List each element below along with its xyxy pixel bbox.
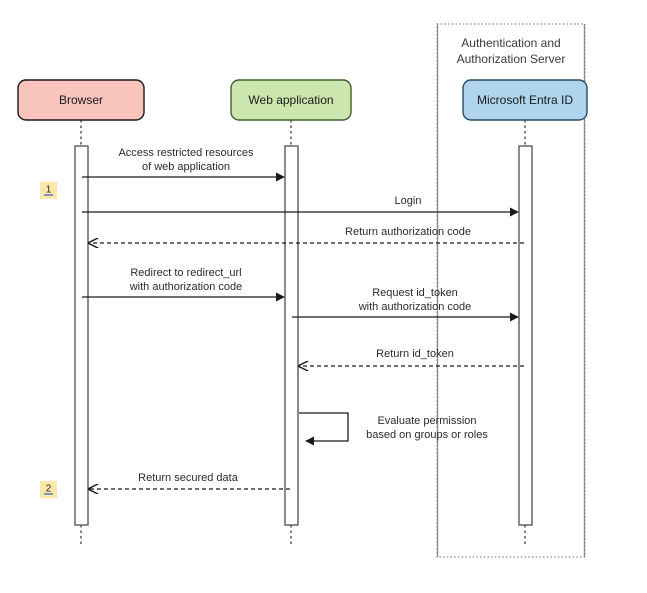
step-badge-1[interactable]: 1 xyxy=(40,182,57,199)
message-label-line2: of web application xyxy=(142,161,230,173)
self-message-loop xyxy=(299,412,349,446)
activation-bar-browser xyxy=(74,145,89,526)
message-label-line1: Evaluate permission xyxy=(377,415,476,427)
message-redirect-to-redirect-url: Redirect to redirect_url with authorizat… xyxy=(82,267,285,302)
participant-web-application[interactable]: Web application xyxy=(230,79,352,121)
activation-bars xyxy=(74,145,533,526)
badge-number: 2 xyxy=(46,484,52,495)
message-label: Return secured data xyxy=(138,472,239,484)
participant-box[interactable] xyxy=(462,79,588,121)
message-return-authorization-code: Return authorization code xyxy=(89,226,524,243)
group-label-line2: Authorization Server xyxy=(457,52,566,66)
message-request-id-token: Request id_token with authorization code xyxy=(292,287,519,322)
step-badge-2[interactable]: 2 xyxy=(40,481,57,498)
messages: Access restricted resources of web appli… xyxy=(82,147,524,489)
group-auth-server: Authentication and Authorization Server xyxy=(436,23,586,558)
group-label-line1: Authentication and xyxy=(461,36,560,50)
message-label-line2: with authorization code xyxy=(129,281,243,293)
message-evaluate-permission: Evaluate permission based on groups or r… xyxy=(299,412,488,446)
activation-bar-entra xyxy=(518,145,533,526)
activation-bar-webapp xyxy=(284,145,299,526)
participant-box[interactable] xyxy=(230,79,352,121)
message-return-id-token: Return id_token xyxy=(299,348,524,366)
message-label: Return authorization code xyxy=(345,226,471,238)
badge-number: 1 xyxy=(46,185,52,196)
message-label-line1: Request id_token xyxy=(372,287,458,299)
participant-browser[interactable]: Browser xyxy=(17,79,145,121)
message-label-line2: based on groups or roles xyxy=(366,429,488,441)
participant-microsoft-entra-id[interactable]: Microsoft Entra ID xyxy=(462,79,588,121)
message-label-line2: with authorization code xyxy=(358,301,472,313)
participant-label: Microsoft Entra ID xyxy=(477,93,573,107)
message-label-line1: Access restricted resources xyxy=(118,147,254,159)
message-label: Login xyxy=(395,195,422,207)
message-login: Login xyxy=(82,195,519,217)
participant-label: Browser xyxy=(59,93,103,107)
message-label: Return id_token xyxy=(376,348,454,360)
participant-box[interactable] xyxy=(17,79,145,121)
message-label-line1: Redirect to redirect_url xyxy=(130,267,241,279)
lifelines xyxy=(80,120,526,545)
participant-label: Web application xyxy=(248,93,333,107)
message-access-restricted-resources: Access restricted resources of web appli… xyxy=(82,147,285,182)
message-return-secured-data: Return secured data xyxy=(89,472,290,489)
